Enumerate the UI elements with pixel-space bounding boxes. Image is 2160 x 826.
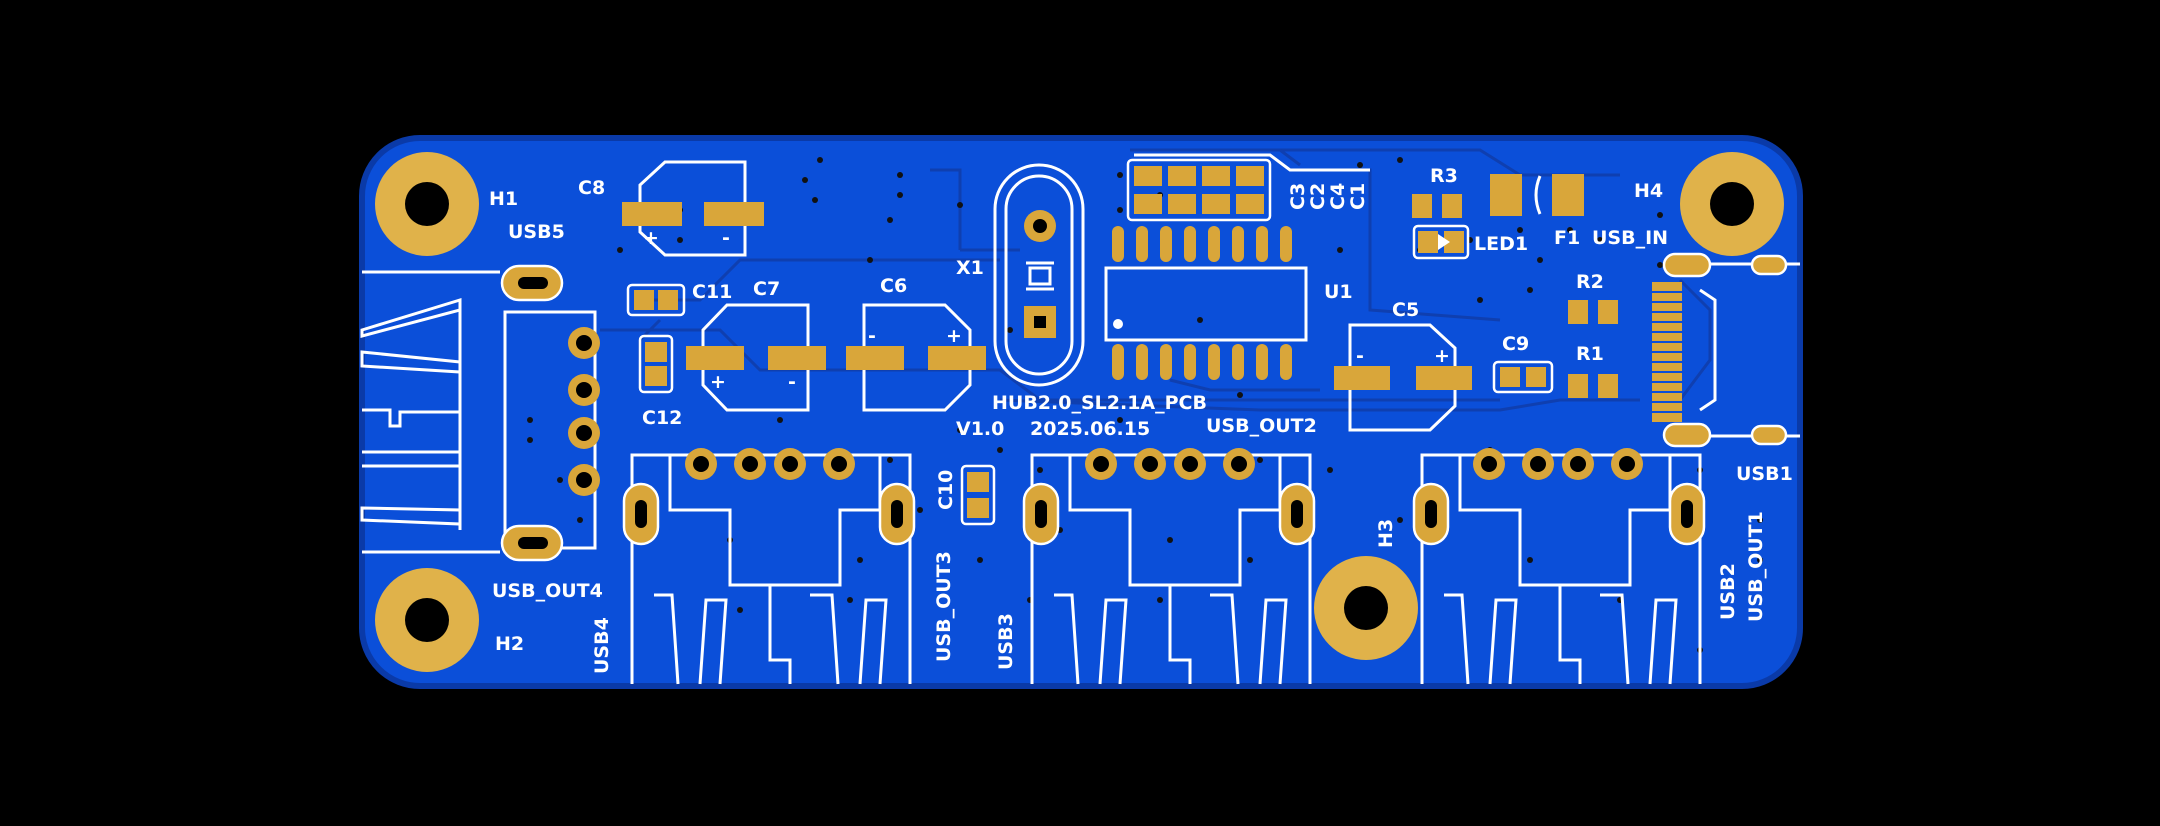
label-usb2: USB2 [1717,563,1739,620]
label-c8: C8 [578,177,605,199]
capacitor-c6 [846,303,986,412]
polarity-c6-minus: - [868,325,876,347]
label-usb3: USB3 [995,613,1017,670]
usb3-connector [1022,448,1316,685]
label-u1: U1 [1324,281,1353,303]
ic-u1 [1104,226,1308,380]
label-c2: C2 [1307,183,1329,210]
label-usb4: USB4 [591,617,613,674]
polarity-c6-plus: + [946,325,962,347]
label-c4: C4 [1327,183,1349,210]
resistor-r2 [1568,300,1618,324]
mounting-hole-h4 [1680,152,1784,256]
label-c12: C12 [642,407,682,429]
label-c6: C6 [880,275,907,297]
label-h1: H1 [489,188,518,210]
resistor-r3 [1412,194,1462,218]
capacitor-c9 [1492,360,1554,394]
capacitors-c1-c4 [1126,158,1272,222]
label-c9: C9 [1502,333,1529,355]
label-led1: LED1 [1474,233,1528,255]
mounting-hole-h2 [375,568,479,672]
label-c3: C3 [1287,183,1309,210]
resistor-r1 [1568,374,1618,398]
label-r1: R1 [1576,343,1604,365]
label-h4: H4 [1634,180,1663,202]
capacitor-c5 [1334,323,1472,432]
polarity-c7-minus: - [788,371,796,393]
usb4-connector [622,448,916,685]
polarity-c7-plus: + [710,371,726,393]
mounting-hole-h1 [375,152,479,256]
board-title: HUB2.0_SL2.1A_PCB [992,392,1207,414]
board-version: V1.0 [956,418,1004,440]
capacitor-c8 [622,160,764,257]
board-date: 2025.06.15 [1030,418,1150,440]
polarity-c5-minus: - [1356,345,1364,367]
label-h3: H3 [1375,519,1397,548]
label-usb-out4: USB_OUT4 [492,580,603,602]
silkscreen-labels: H1 H2 H3 H4 C8 C7 C6 C5 C9 C11 C12 C10 C… [489,165,1793,674]
label-c7: C7 [753,278,780,300]
crystal-x1 [993,163,1085,387]
label-usb1: USB1 [1736,463,1793,485]
capacitor-c7 [686,303,826,412]
label-c10: C10 [935,470,957,510]
label-h2: H2 [495,633,524,655]
label-c11: C11 [692,281,732,303]
label-usb-out3: USB_OUT3 [933,551,955,662]
label-usb5: USB5 [508,221,565,243]
usb1-connector [1652,252,1800,448]
capacitor-c12 [638,334,674,394]
capacitor-c10 [960,464,996,526]
usb5-connector [360,264,600,562]
pcb-board [359,135,1803,689]
polarity-c8-plus: + [643,227,659,249]
mounting-hole-h3 [1314,556,1418,660]
label-r3: R3 [1430,165,1458,187]
label-usb-in: USB_IN [1592,227,1668,249]
label-usb-out1: USB_OUT1 [1745,511,1767,622]
usb2-connector [1412,448,1706,685]
label-x1: X1 [956,257,984,279]
led-led1 [1412,224,1470,260]
label-r2: R2 [1576,271,1604,293]
fuse-f1 [1490,174,1584,216]
capacitor-c11 [626,283,686,317]
label-f1: F1 [1554,227,1580,249]
label-c5: C5 [1392,299,1419,321]
label-usb-out2: USB_OUT2 [1206,415,1317,437]
polarity-c5-plus: + [1434,345,1450,367]
polarity-c8-minus: - [722,227,730,249]
label-c1: C1 [1347,183,1369,210]
copper-traces [600,148,1712,412]
